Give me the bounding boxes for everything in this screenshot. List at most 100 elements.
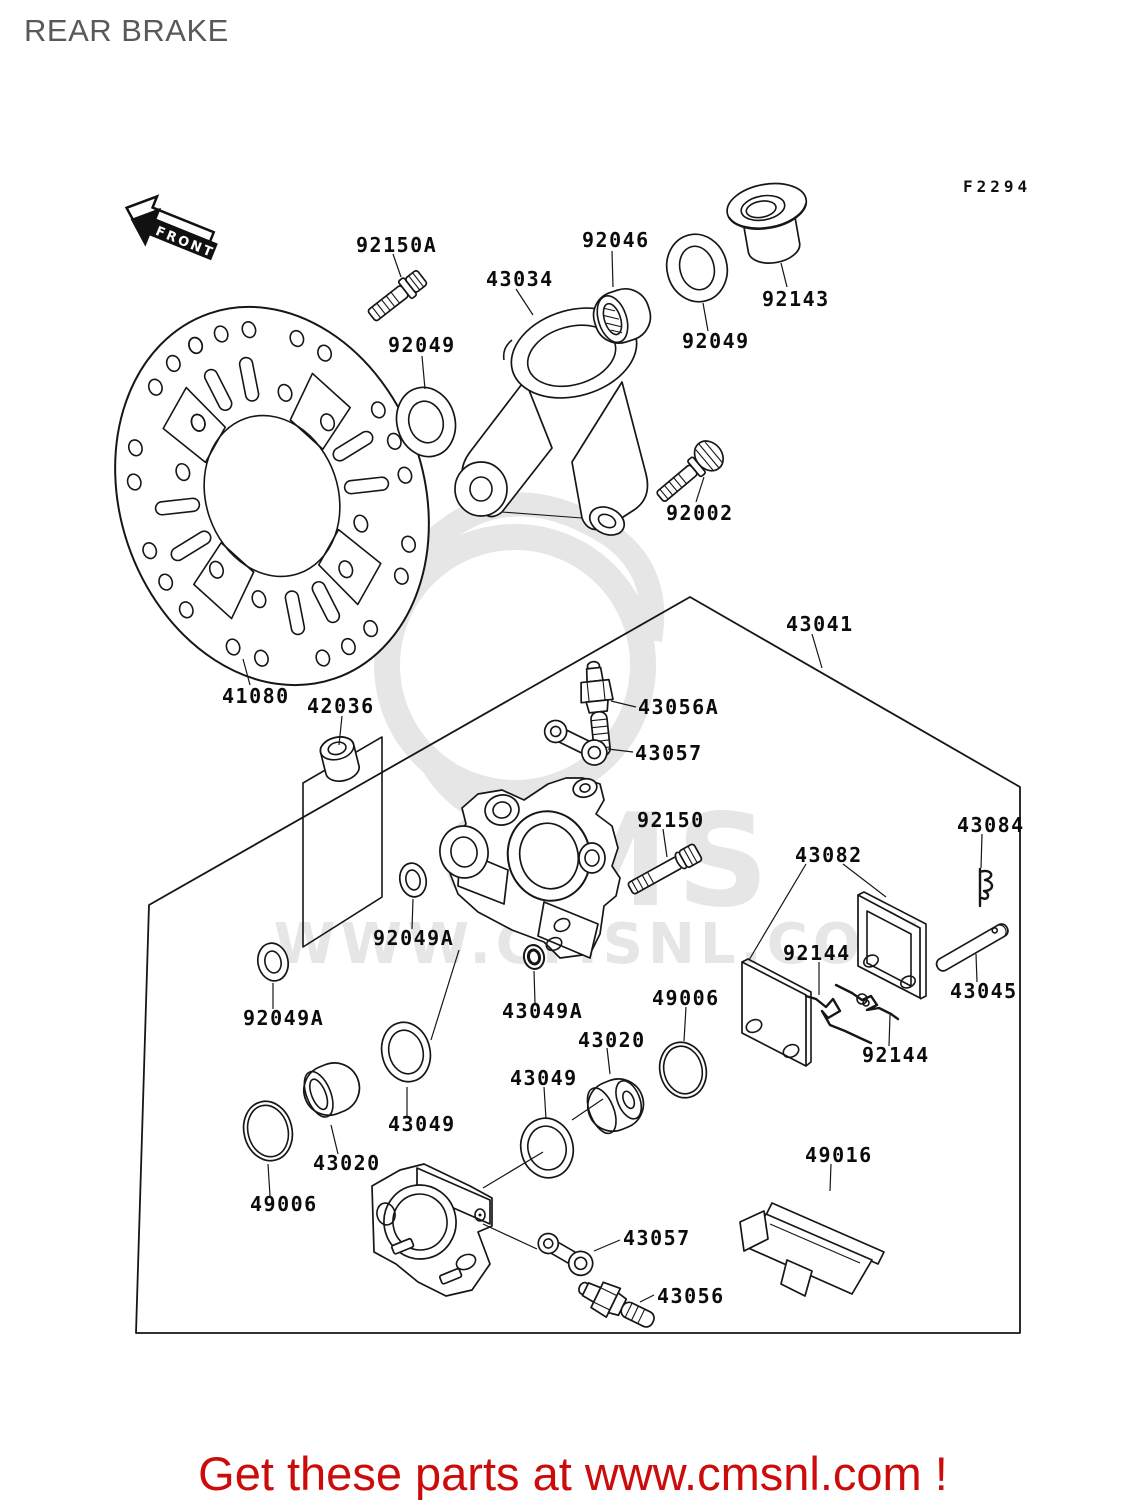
part-label-43049: 43049 <box>388 1112 456 1136</box>
part-label-92049a: 92049A <box>243 1006 324 1030</box>
seal-43049-mid <box>519 1117 575 1179</box>
part-label-92144: 92144 <box>783 941 851 965</box>
bleed-valve-43056 <box>578 1281 655 1328</box>
leader-line <box>543 1086 547 1120</box>
leader-line <box>482 1223 538 1250</box>
leader-line <box>683 1006 687 1042</box>
leader-line <box>611 250 614 288</box>
leader-line <box>829 1163 832 1192</box>
part-label-92049: 92049 <box>682 329 750 353</box>
seal-43049-left <box>380 1021 432 1083</box>
front-arrow: FRONT <box>124 194 218 261</box>
link-43057-upper <box>543 719 608 766</box>
brake-pad-43082-right <box>857 891 927 1000</box>
part-label-49016: 49016 <box>805 1143 873 1167</box>
part-label-43057: 43057 <box>635 741 703 765</box>
oil-seal-92049-left <box>395 386 457 458</box>
leader-line <box>338 715 343 746</box>
leader-line <box>662 828 668 858</box>
caliper-body-43041 <box>439 777 621 959</box>
part-label-43045: 43045 <box>950 979 1018 1003</box>
pad-spring-92144 <box>804 983 900 1045</box>
bushing-92143 <box>726 182 808 264</box>
spacer-42036 <box>319 736 360 782</box>
part-labels: 92150A 43034 92046 92143 92049 92049 92002 4108… <box>222 228 1025 1308</box>
leader-line <box>811 633 823 669</box>
part-label-43056: 43056 <box>657 1284 725 1308</box>
leader-line <box>430 949 460 1041</box>
part-label-42036: 42036 <box>307 694 375 718</box>
figure-code: F2294 <box>963 177 1031 196</box>
pad-guide-49016 <box>739 1202 885 1297</box>
oring-49006-right <box>658 1041 708 1099</box>
leader-line <box>482 1151 544 1189</box>
leader-line <box>515 288 534 316</box>
oring-49006-left <box>242 1100 294 1162</box>
part-label-43049: 43049 <box>510 1066 578 1090</box>
footer-banner: Get these parts at www.cmsnl.com ! <box>198 1447 948 1500</box>
leader-line <box>980 833 983 869</box>
leader-lines <box>242 250 983 1303</box>
part-label-92150: 92150 <box>637 808 705 832</box>
oil-seal-92049-right <box>665 233 729 303</box>
front-arrow-face <box>130 207 218 261</box>
caliper-holder <box>371 1163 493 1297</box>
leader-line <box>411 898 414 930</box>
part-label-92049a: 92049A <box>373 926 454 950</box>
part-label-43020: 43020 <box>578 1028 646 1052</box>
leader-line <box>695 476 705 503</box>
part-label-43034: 43034 <box>486 267 554 291</box>
bolt-92002 <box>656 440 725 502</box>
part-label-43084: 43084 <box>957 813 1025 837</box>
part-label-92046: 92046 <box>582 228 650 252</box>
leader-line <box>330 1124 339 1155</box>
bleed-valve-43056a <box>580 660 614 757</box>
piston-43020-right <box>586 1078 645 1135</box>
part-label-92143: 92143 <box>762 287 830 311</box>
part-label-92144: 92144 <box>862 1043 930 1067</box>
leader-line <box>392 253 402 278</box>
leader-line <box>842 863 887 898</box>
bolt-92150 <box>627 843 703 895</box>
leader-line <box>607 748 634 753</box>
leader-line <box>888 1014 891 1047</box>
part-label-43056a: 43056A <box>638 695 719 719</box>
leader-line <box>593 1239 621 1252</box>
page-title: REAR BRAKE <box>24 13 229 48</box>
leader-line <box>533 970 536 1004</box>
part-label-92049: 92049 <box>388 333 456 357</box>
part-label-92002: 92002 <box>666 501 734 525</box>
part-label-49006: 49006 <box>652 986 720 1010</box>
part-label-49006: 49006 <box>250 1192 318 1216</box>
part-label-92150a: 92150A <box>356 233 437 257</box>
needle-bearing-92046 <box>592 288 652 344</box>
leader-line <box>780 262 788 288</box>
leader-line <box>267 1163 271 1197</box>
leader-line <box>571 1098 604 1121</box>
seal-92049a-mid <box>398 862 428 898</box>
leader-line <box>242 658 251 686</box>
leader-line <box>610 700 637 708</box>
part-label-43041: 43041 <box>786 612 854 636</box>
seal-43049a <box>522 944 546 970</box>
leader-line <box>748 863 807 961</box>
leader-line <box>639 1294 655 1303</box>
part-label-43082: 43082 <box>795 843 863 867</box>
seal-92049a-left <box>256 942 290 982</box>
part-label-41080: 41080 <box>222 684 290 708</box>
piston-43020-left <box>302 1062 361 1118</box>
leader-line <box>702 302 709 332</box>
group-outline-43041 <box>135 596 1021 1334</box>
leader-line <box>421 355 426 390</box>
brake-pad-43082-left <box>741 958 812 1067</box>
leader-line <box>975 953 978 983</box>
leader-line <box>606 1047 611 1075</box>
cotter-pin-43084 <box>978 867 994 908</box>
part-label-43020: 43020 <box>313 1151 381 1175</box>
link-43057-lower <box>537 1232 594 1277</box>
part-label-43049a: 43049A <box>502 999 583 1023</box>
part-label-43057: 43057 <box>623 1226 691 1250</box>
brake-disc-41080 <box>114 305 430 687</box>
